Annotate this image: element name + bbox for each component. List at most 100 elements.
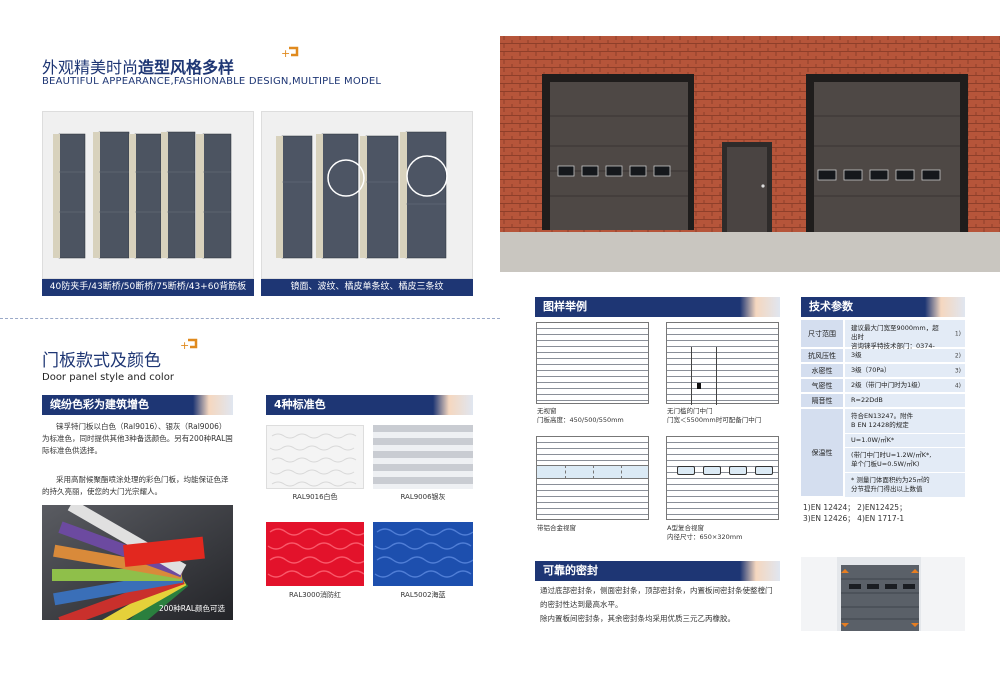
spec-value-line: * 测量门体面积约为25㎡的	[851, 476, 930, 484]
seal-line-2: 的密封性达到最高水平。	[540, 600, 623, 609]
spec-value-line: (带门中门时U=1.2W/㎡K*,	[851, 451, 932, 459]
spec-label: 尺寸范围	[801, 320, 843, 347]
color-paragraph-2: 采用高耐候聚酯喷涂处理的彩色门板，均能保证色泽的持久亮丽，使您的大门光宗耀人。	[42, 475, 229, 496]
svg-text:+: +	[180, 339, 189, 352]
spec-value-line: 建议最大门宽至9000mm，超出时	[851, 324, 939, 341]
diagrams-bar: 图样举例	[535, 297, 780, 317]
aluminum-window-strip	[537, 465, 648, 479]
seal-line-3: 除内置板间密封条，其余密封条均采用优质三元乙丙橡胶。	[540, 614, 735, 623]
heading-part-b: 造型风格多样	[138, 58, 235, 77]
diagram-composite-label-2: 内径尺寸：650×320mm	[667, 533, 743, 541]
aluminum-window-divider	[621, 465, 622, 479]
fan-caption: 200种RAL颜色可选	[158, 604, 225, 613]
spec-value-line: 符合EN13247。附件	[851, 412, 914, 420]
swatch-red	[266, 522, 367, 586]
spec-value-line: B EN 12428的规定	[851, 421, 909, 429]
divider-line	[0, 318, 500, 319]
section-heading-appearance: 外观精美时尚造型风格多样	[42, 54, 234, 78]
section-subtitle-door-panel: Door panel style and color	[42, 372, 174, 383]
specs-bar: 技术参数	[801, 297, 965, 317]
color-section-bar: 缤纷色彩为建筑增色	[42, 395, 233, 415]
spec-value-line: 单个门板U=0.5W/㎡K)	[851, 460, 920, 468]
spec-value-line: 3级	[851, 351, 862, 359]
insul-block: * 测量门体面积约为25㎡的 分节提升门得出以上数值	[845, 473, 965, 497]
section-subtitle-appearance: BEAUTIFUL APPEARANCE,FASHIONABLE DESIGN,…	[42, 76, 382, 87]
caption-right-surfaces: 镜面、波纹、橘皮单条纹、橘皮三条纹	[261, 279, 473, 296]
spec-footnote-ref: 2)	[954, 352, 961, 359]
swatch-silver	[373, 425, 473, 489]
composite-window-1	[677, 466, 695, 475]
diagram-aluminum-window	[536, 436, 649, 520]
insul-block: U=1.0W/㎡K*	[845, 434, 965, 447]
composite-window-2	[703, 466, 721, 475]
spec-footnote-ref: 3)	[954, 367, 961, 374]
diagram-no-window-label-1: 无视窗	[537, 407, 557, 415]
standard-colors-title: 4种标准色	[274, 398, 326, 411]
seal-line-1: 通过底部密封条，侧面密封条，顶部密封条，内置板间密封条使整樘门	[540, 586, 773, 595]
svg-text:+: +	[281, 47, 290, 60]
spec-label: 气密性	[801, 379, 843, 392]
color-section-title: 缤纷色彩为建筑增色	[50, 398, 149, 411]
seal-bar: 可靠的密封	[535, 561, 780, 581]
swatch-silver-label: RAL9006银灰	[400, 493, 446, 501]
spec-row-insulation: 保温性 符合EN13247。附件 B EN 12428的规定 U=1.0W/㎡K…	[801, 409, 965, 497]
diagram-no-window-label-2: 门板高度：450/500/550mm	[537, 416, 624, 424]
spec-value-line: 2级（带门中门时为1级）	[851, 381, 925, 389]
swatch-white	[266, 425, 364, 489]
composite-window-4	[755, 466, 773, 475]
seal-title: 可靠的密封	[543, 564, 598, 577]
interior-door-photo	[801, 557, 965, 631]
insul-block: 符合EN13247。附件 B EN 12428的规定	[845, 409, 965, 433]
specs-title: 技术参数	[809, 300, 853, 313]
wicket-door-handle	[697, 383, 701, 389]
diagram-wicket-label-2: 门宽＜5500mm时可配备门中门	[667, 416, 762, 424]
spec-note-2: 3)EN 12426； 4)EN 1717-1	[803, 514, 905, 523]
standard-colors-bar: 4种标准色	[266, 395, 473, 415]
panel-surfaces-image	[261, 111, 473, 279]
building-photo	[500, 36, 1000, 272]
swatch-white-label: RAL9016白色	[292, 493, 338, 501]
insul-block: (带门中门时U=1.2W/㎡K*, 单个门板U=0.5W/㎡K)	[845, 448, 965, 472]
diagram-wicket-label-1: 无门槛的门中门	[667, 407, 713, 415]
spec-value: 3级 2)	[845, 349, 965, 362]
spec-value: 建议最大门宽至9000mm，超出时 咨询铼孚特技术部门：0374-2663888…	[845, 320, 965, 359]
swatch-red-label: RAL3000消防红	[288, 591, 342, 599]
spec-footnote-ref: 4)	[954, 382, 961, 389]
spec-value-line: 3级（70Pa）	[851, 366, 891, 374]
wicket-door-frame	[691, 347, 717, 405]
spec-value-line: R=22DdB	[851, 396, 883, 404]
plus-logo-icon: +	[180, 337, 200, 355]
spec-footnote-ref: 1)	[954, 330, 961, 337]
heading-part-a: 外观精美时尚	[42, 58, 139, 77]
spec-row-air: 气密性 2级（带门中门时为1级） 4)	[801, 379, 965, 393]
color-fan-image: 200种RAL颜色可选	[42, 505, 233, 620]
spec-label: 抗风压性	[801, 349, 843, 362]
panel-profiles-image	[42, 111, 254, 279]
color-paragraph-1: 铼孚特门板以白色（Ral9016）、银灰（Ral9006）为标准色，同时提供其他…	[42, 422, 233, 455]
spec-value: 2级（带门中门时为1级） 4)	[845, 379, 965, 392]
spec-row-water: 水密性 3级（70Pa） 3)	[801, 364, 965, 378]
diagram-composite-window	[666, 436, 779, 520]
spec-value: 3级（70Pa） 3)	[845, 364, 965, 377]
composite-window-3	[729, 466, 747, 475]
spec-value-line: U=1.0W/㎡K*	[851, 436, 895, 444]
swatch-blue	[373, 522, 474, 586]
spec-row-size: 尺寸范围 建议最大门宽至9000mm，超出时 咨询铼孚特技术部门：0374-26…	[801, 320, 965, 359]
diagram-no-window	[536, 322, 649, 404]
spec-row-sound: 隔音性 R=22DdB	[801, 394, 965, 408]
spec-value: R=22DdB	[845, 394, 965, 407]
diagram-aluminum-label: 带铝合金视窗	[537, 524, 576, 532]
specs-table: 尺寸范围 建议最大门宽至9000mm，超出时 咨询铼孚特技术部门：0374-26…	[801, 320, 965, 497]
spec-row-wind: 抗风压性 3级 2)	[801, 349, 965, 363]
aluminum-window-divider	[593, 465, 594, 479]
diagrams-title: 图样举例	[543, 300, 587, 313]
plus-logo-icon: +	[281, 45, 301, 63]
aluminum-window-divider	[565, 465, 566, 479]
spec-value: 符合EN13247。附件 B EN 12428的规定 U=1.0W/㎡K* (带…	[845, 409, 965, 497]
diagram-composite-label-1: A型复合视窗	[667, 524, 704, 532]
spec-label: 保温性	[801, 409, 843, 496]
swatch-blue-label: RAL5002海蓝	[400, 591, 446, 599]
section-heading-door-panel: 门板款式及颜色	[42, 351, 161, 371]
spec-label: 水密性	[801, 364, 843, 377]
diagram-wicket-door	[666, 322, 779, 405]
